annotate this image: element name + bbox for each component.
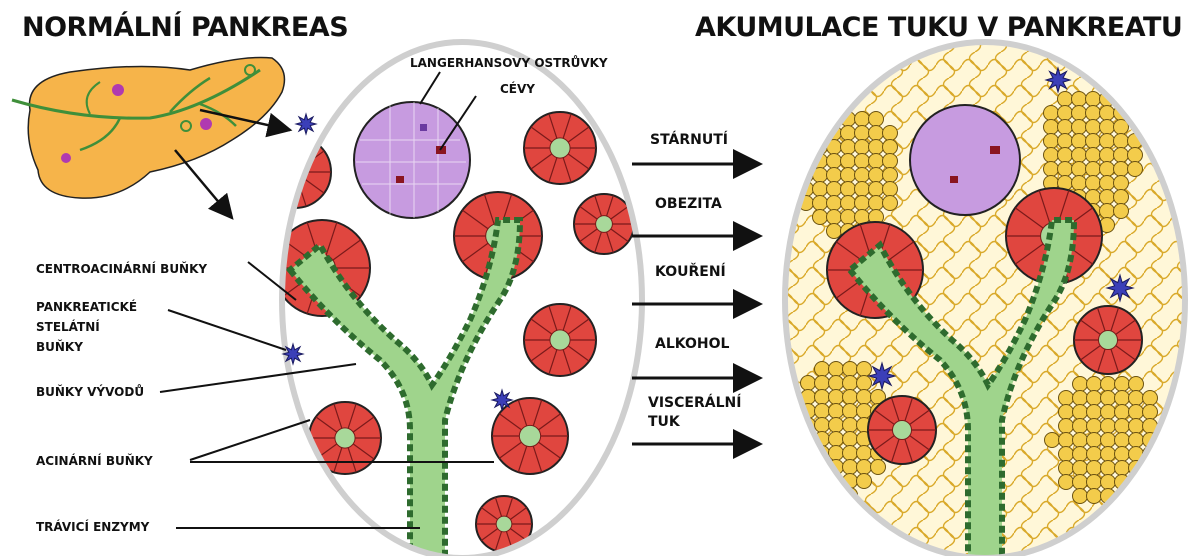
acinar-cluster — [524, 304, 596, 376]
factor-aging: STÁRNUTÍ — [650, 132, 728, 149]
label-enzymes: TRÁVICÍ ENZYMY — [36, 520, 149, 535]
acinar-cluster — [280, 485, 340, 545]
pancreas-organ — [12, 58, 284, 199]
fatty-pancreas-view — [780, 40, 1190, 556]
label-duct-cells: BUŇKY VÝVODŮ — [36, 385, 144, 400]
factor-visceral-2: TUK — [648, 414, 680, 431]
islet-normal — [354, 102, 470, 218]
acinar-cluster — [524, 112, 596, 184]
label-stellate-3: BUŇKY — [36, 340, 83, 355]
title-normal-pancreas: NORMÁLNÍ PANKREAS — [22, 12, 348, 43]
label-acinar: ACINÁRNÍ BUŇKY — [36, 454, 153, 469]
stellate-cell — [1107, 275, 1133, 301]
acinar-cluster — [574, 194, 634, 254]
normal-pancreas-view — [259, 42, 642, 556]
fat-cluster — [799, 112, 898, 239]
stellate-cell — [283, 344, 303, 364]
label-stellate-1: PANKREATICKÉ — [36, 300, 137, 315]
factor-obesity: OBEZITA — [655, 196, 722, 213]
stellate-cell — [869, 363, 895, 389]
stellate-cell — [296, 114, 316, 134]
label-islets: LANGERHANSOVY OSTRŮVKY — [410, 56, 608, 71]
label-vessels: CÉVY — [500, 82, 535, 97]
acinar-cluster — [868, 396, 936, 464]
stellate-cell — [1046, 68, 1070, 92]
label-centroacinar: CENTROACINÁRNÍ BUŇKY — [36, 262, 207, 277]
stellate-cell — [492, 390, 512, 410]
factor-visceral-1: VISCERÁLNÍ — [648, 395, 741, 412]
islet-fatty — [910, 105, 1020, 215]
factor-alcohol: ALKOHOL — [655, 336, 729, 353]
title-fat-accumulation: AKUMULACE TUKU V PANKREATU — [695, 12, 1182, 43]
acinar-cluster — [492, 398, 568, 474]
label-stellate-2: STELÁTNÍ — [36, 320, 100, 335]
factor-smoking: KOUŘENÍ — [655, 264, 726, 281]
acinar-cluster — [1074, 306, 1142, 374]
fat-cluster — [1045, 377, 1158, 504]
